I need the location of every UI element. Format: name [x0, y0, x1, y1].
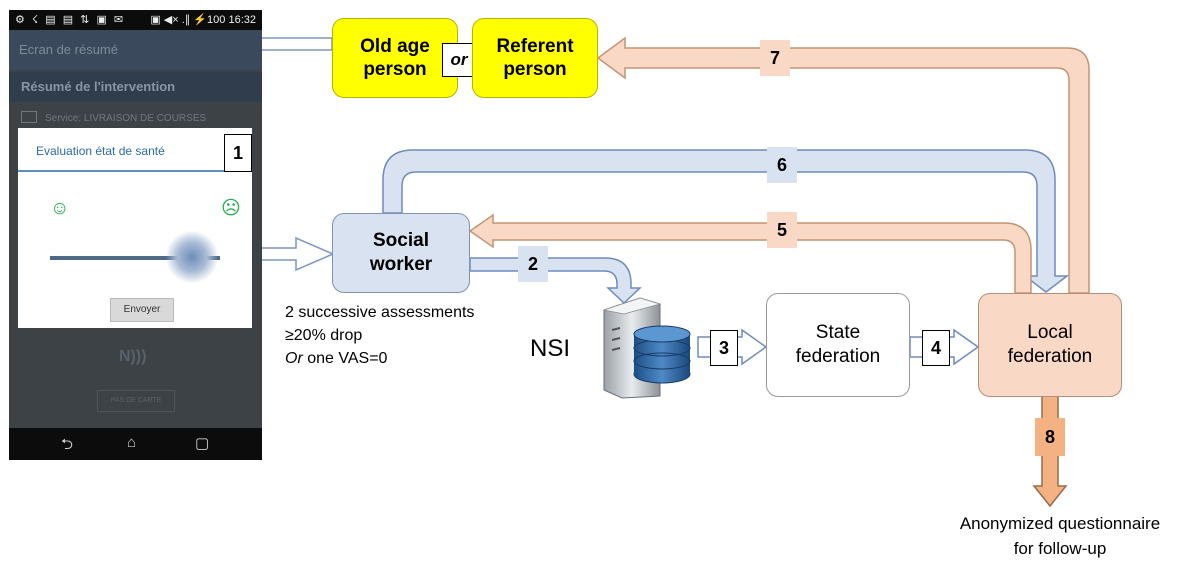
step-1-label: 1 [224, 134, 252, 172]
alert-criteria: 2 successive assessments ≥20% drop Or on… [285, 301, 474, 370]
status-icons: ⚙ ☇ ▤ ▤ ⇅ ▣ ✉ [15, 14, 126, 26]
vas-slider[interactable] [50, 256, 220, 260]
node-state-federation: State federation [766, 293, 910, 397]
service-line: Service: LIVRAISON DE COURSES [21, 111, 206, 124]
arrow-5 [468, 213, 1032, 294]
health-assessment-dialog: Evaluation état de santé ☺ ☹ Envoyer [18, 128, 252, 328]
nsi-server-icon [602, 297, 691, 399]
node-social-worker: Social worker [332, 213, 470, 293]
arrow-7 [596, 36, 1090, 294]
home-icon[interactable]: ⌂ [127, 434, 137, 451]
node-local-federation: Local federation [978, 293, 1122, 397]
step-2-label: 2 [518, 246, 548, 282]
service-label: Service: LIVRAISON DE COURSES [45, 113, 207, 124]
arrow-2 [469, 257, 642, 305]
criteria-line-2: ≥20% drop [285, 327, 363, 344]
criteria-line-3: Or one VAS=0 [285, 347, 474, 370]
step-4-label: 4 [922, 330, 950, 366]
sad-face-icon: ☹ [221, 198, 241, 219]
phone-screenshot: ⚙ ☇ ▤ ▤ ⇅ ▣ ✉ ▣ ◀× .∥ ⚡100 16:32 Ecran d… [9, 10, 262, 460]
vas-slider-thumb[interactable] [166, 231, 218, 283]
send-button[interactable]: Envoyer [110, 298, 174, 322]
criteria-or: Or [285, 350, 303, 367]
recents-icon[interactable]: ▢ [195, 435, 210, 452]
phone-status-bar: ⚙ ☇ ▤ ▤ ⇅ ▣ ✉ ▣ ◀× .∥ ⚡100 16:32 [9, 10, 262, 30]
section-header: Résumé de l'intervention [9, 72, 262, 102]
step-3-label: 3 [710, 330, 738, 366]
dialog-title: Evaluation état de santé [36, 144, 165, 158]
node-nsi-label: NSI [530, 335, 571, 362]
nfc-icon: N))) [119, 348, 147, 365]
service-icon [21, 111, 37, 123]
step-5-label: 5 [767, 212, 797, 248]
step-7-label: 7 [760, 40, 790, 76]
criteria-vas: one VAS=0 [302, 350, 388, 367]
status-time: ▣ ◀× .∥ ⚡100 16:32 [150, 14, 256, 26]
step-8-label: 8 [1035, 418, 1065, 456]
happy-face-icon: ☺ [50, 198, 70, 219]
step-6-label: 6 [767, 147, 797, 183]
dialog-divider [18, 170, 252, 172]
screen-title: Ecran de résumé [9, 30, 262, 70]
back-icon[interactable]: ⮌ [61, 436, 74, 453]
node-old-age-person: Old age person [332, 18, 458, 98]
phone-nav-bar: ⮌ ⌂ ▢ [9, 428, 262, 460]
criteria-line-1: 2 successive assessments [285, 304, 475, 321]
final-output-label: Anonymized questionnaire for follow-up [959, 514, 1161, 558]
node-or: or [442, 43, 476, 77]
no-card-button[interactable]: PAS DE CARTE [97, 390, 175, 412]
arrow-6 [382, 149, 1070, 293]
node-referent-person: Referent person [472, 18, 598, 98]
